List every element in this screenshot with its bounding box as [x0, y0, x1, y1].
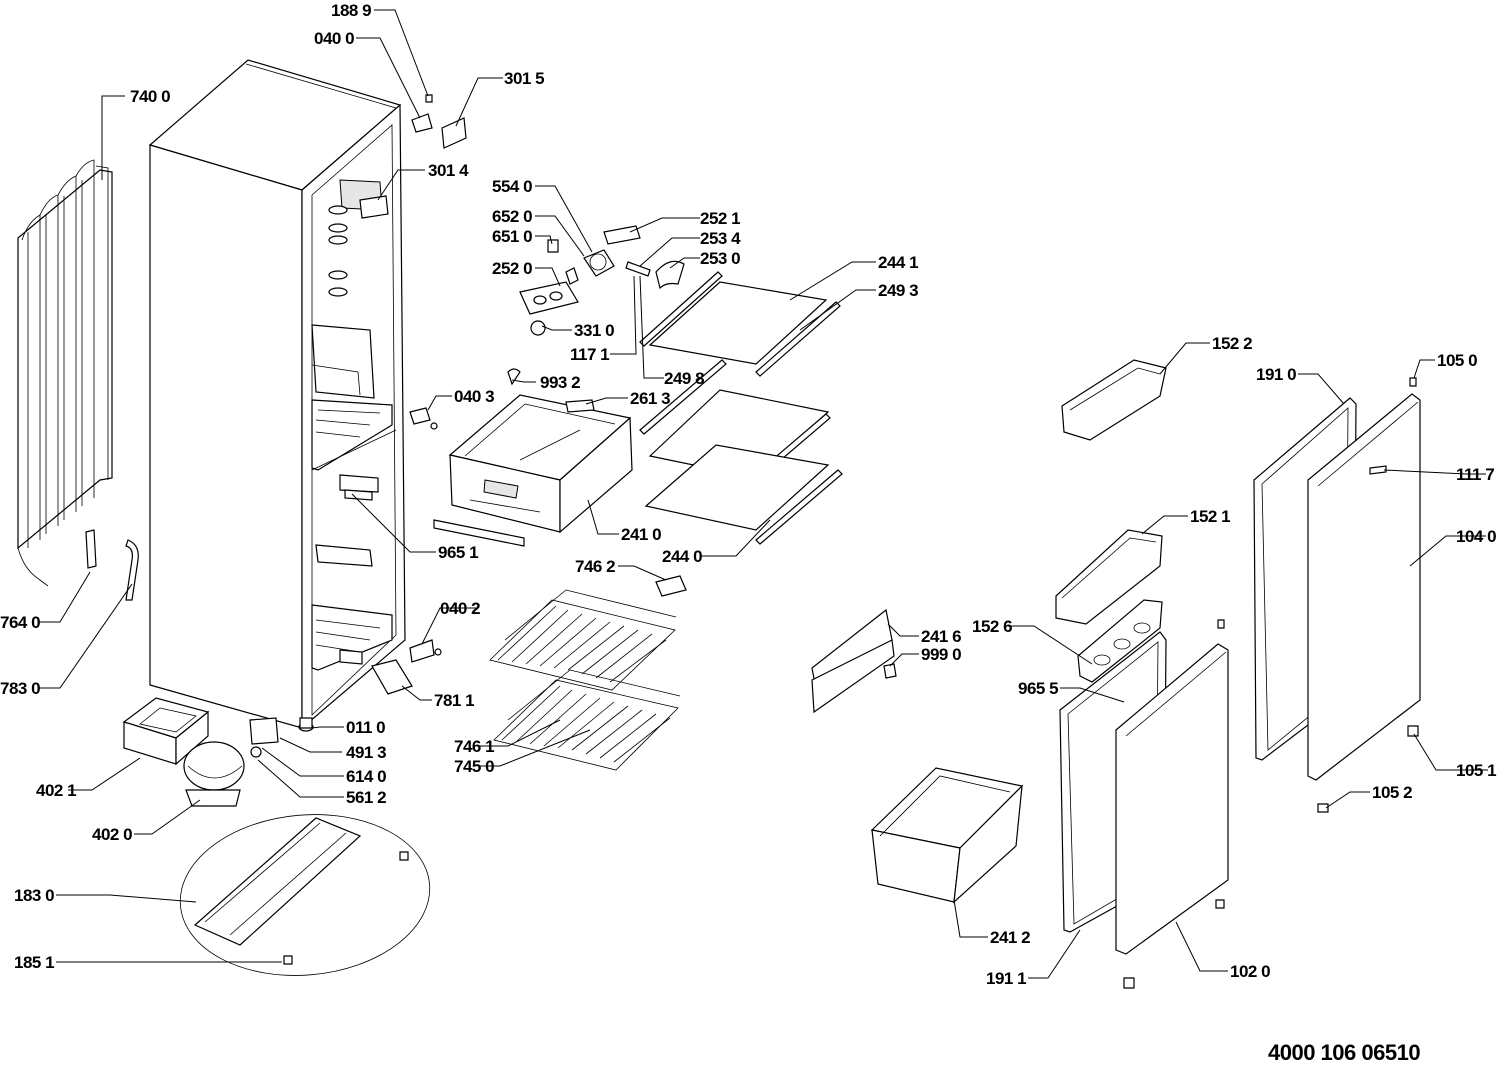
callout-152-2: 152 2: [1212, 334, 1252, 353]
door-hinge-pins: [1123, 377, 1419, 989]
callout-040-3: 040 3: [454, 387, 494, 406]
callout-999-0: 999 0: [921, 645, 961, 664]
document-number: 4000 106 06510: [1268, 1040, 1421, 1065]
door-balconies: [1055, 359, 1167, 683]
callout-152-1: 152 1: [1190, 507, 1230, 526]
callout-746-1: 746 1: [454, 737, 494, 756]
cabinet-body: [148, 59, 406, 732]
callout-554-0: 554 0: [492, 177, 532, 196]
callout-783-0: 783 0: [0, 679, 40, 698]
callout-244-0: 244 0: [662, 547, 702, 566]
crisper-cover: [811, 608, 897, 714]
callout-561-2: 561 2: [346, 788, 386, 807]
callout-261-3: 261 3: [630, 389, 670, 408]
callout-301-4: 301 4: [428, 161, 469, 180]
freezer-drawer: [433, 368, 633, 547]
compressor-parts: [122, 697, 279, 807]
refrigerator-doors: [1115, 393, 1421, 955]
condenser-coil: [17, 159, 113, 587]
callout-253-4: 253 4: [700, 229, 741, 248]
callout-105-0: 105 0: [1437, 351, 1477, 370]
callout-746-2: 746 2: [575, 557, 615, 576]
callout-253-0: 253 0: [700, 249, 740, 268]
callout-491-3: 491 3: [346, 743, 386, 762]
callout-185-1: 185 1: [14, 953, 54, 972]
drier-part: [85, 529, 97, 569]
callout-labels: 188 9 040 0 301 5 740 0 301 4 554 0 652 …: [0, 1, 1497, 988]
callout-040-0: 040 0: [314, 29, 354, 48]
callout-183-0: 183 0: [14, 886, 54, 905]
hinge-parts: [371, 407, 442, 695]
callout-241-0: 241 0: [621, 525, 661, 544]
callout-965-5: 965 5: [1018, 679, 1058, 698]
top-hinge-parts: [359, 94, 467, 219]
callout-191-1: 191 1: [986, 969, 1026, 988]
thermostat-assembly: [519, 225, 685, 336]
wire-baskets: [489, 575, 687, 771]
callout-188-9: 188 9: [331, 1, 371, 20]
callout-652-0: 652 0: [492, 207, 532, 226]
callout-965-1: 965 1: [438, 543, 478, 562]
callout-252-1: 252 1: [700, 209, 740, 228]
callout-191-0: 191 0: [1256, 365, 1296, 384]
callout-745-0: 745 0: [454, 757, 494, 776]
callout-241-6: 241 6: [921, 627, 961, 646]
callout-011-0: 011 0: [346, 718, 385, 737]
callout-102-0: 102 0: [1230, 962, 1270, 981]
crisper-drawer: [870, 767, 1024, 904]
callout-105-2: 105 2: [1372, 783, 1412, 802]
callout-249-3: 249 3: [878, 281, 918, 300]
callout-781-1: 781 1: [434, 691, 474, 710]
callout-111-7: 111 7: [1456, 465, 1494, 484]
bottom-plate-detail: [179, 814, 431, 976]
glass-shelves: [639, 271, 843, 545]
callout-651-0: 651 0: [492, 227, 532, 246]
callout-402-1: 402 1: [36, 781, 76, 800]
callout-252-0: 252 0: [492, 259, 532, 278]
callout-105-1: 105 1: [1456, 761, 1496, 780]
callout-152-6: 152 6: [972, 617, 1012, 636]
callout-764-0: 764 0: [0, 613, 40, 632]
callout-993-2: 993 2: [540, 373, 580, 392]
callout-241-2: 241 2: [990, 928, 1030, 947]
callout-117-1: 117 1: [570, 345, 609, 364]
callout-301-5: 301 5: [504, 69, 544, 88]
callout-244-1: 244 1: [878, 253, 918, 272]
hose-part: [125, 539, 139, 601]
leader-lines: [38, 9, 1488, 979]
callout-402-0: 402 0: [92, 825, 132, 844]
callout-740-0: 740 0: [130, 87, 170, 106]
callout-249-8: 249 8: [664, 369, 704, 388]
callout-331-0: 331 0: [574, 321, 614, 340]
callout-614-0: 614 0: [346, 767, 386, 786]
callout-040-2: 040 2: [440, 599, 480, 618]
callout-104-0: 104 0: [1456, 527, 1496, 546]
